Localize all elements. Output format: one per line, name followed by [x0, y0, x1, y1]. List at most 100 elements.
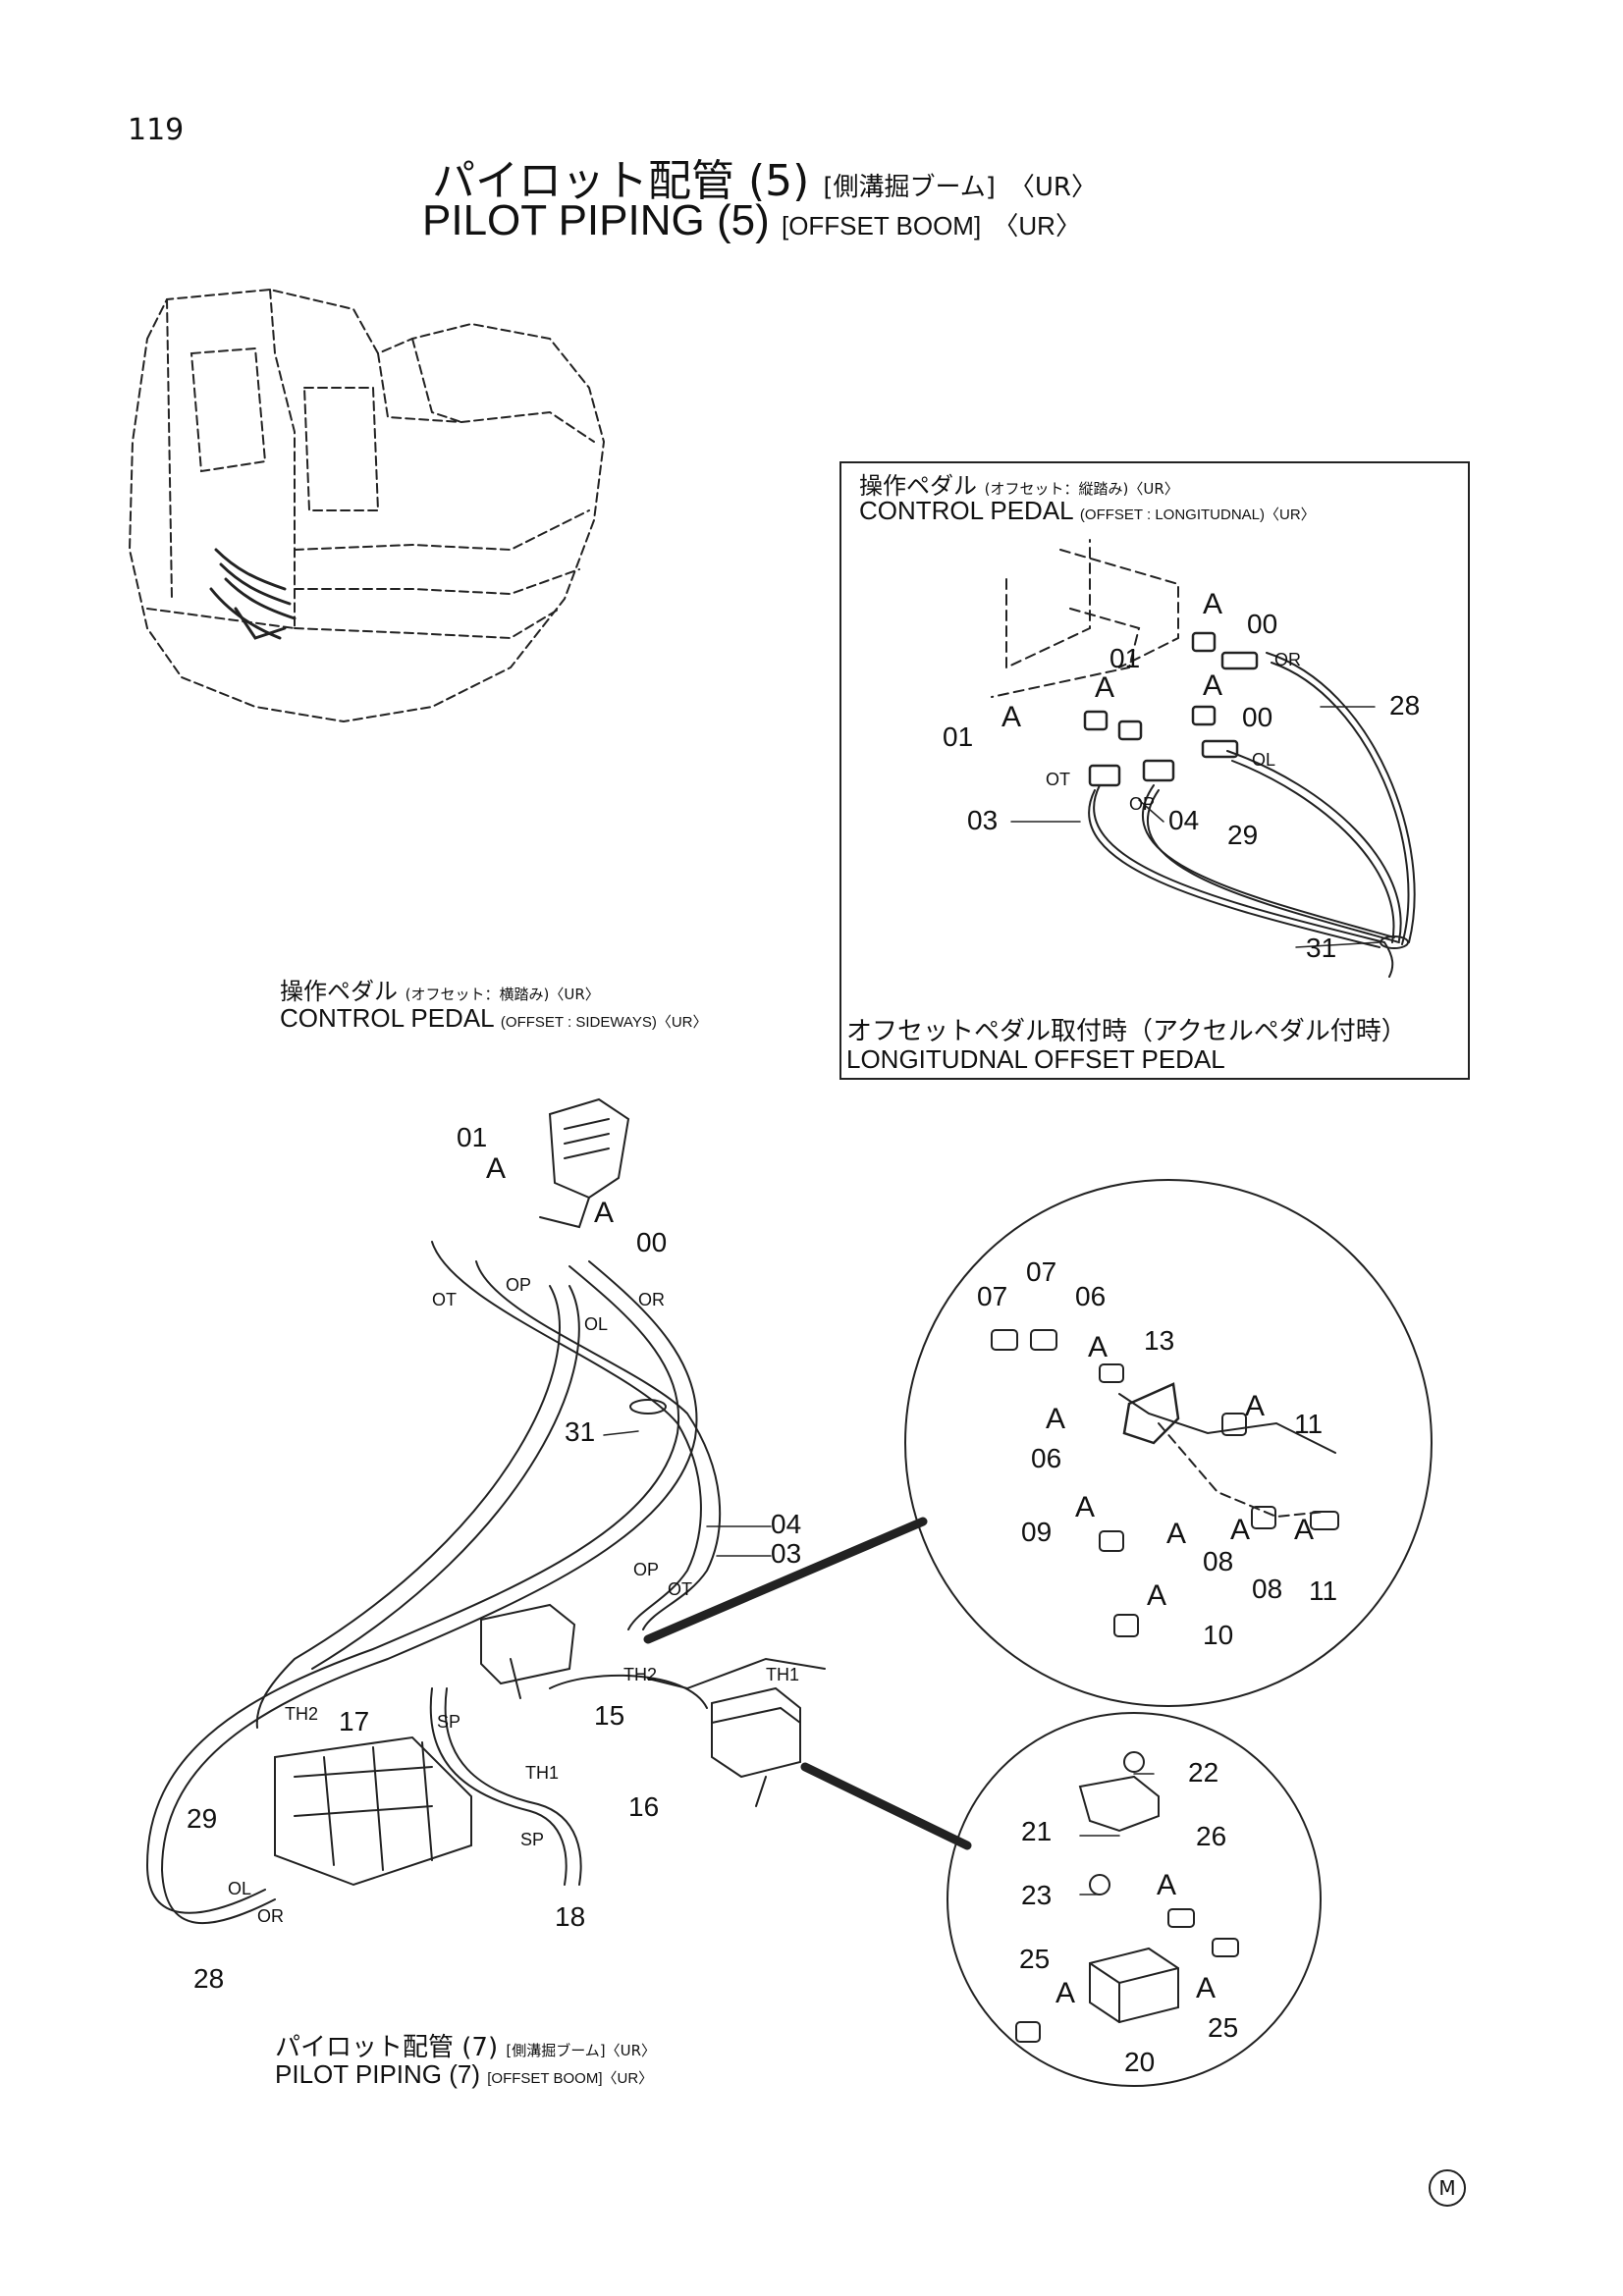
hose-16-and-18	[429, 1657, 826, 1886]
part-label-33: 17	[339, 1706, 369, 1736]
title-en-sub: [OFFSET BOOM]	[781, 211, 982, 240]
part-label-43: 28	[193, 1963, 224, 1994]
part-label-26: 04	[771, 1509, 801, 1539]
bottom-en-label: PILOT PIPING (7)	[275, 2059, 481, 2089]
part-label-4: 28	[1389, 690, 1420, 721]
part-label-44: 07	[1026, 1256, 1056, 1287]
part-label-52: 06	[1031, 1443, 1061, 1473]
part-label-29: OT	[668, 1579, 692, 1599]
part-label-46: 06	[1075, 1281, 1106, 1311]
part-label-39: 18	[555, 1901, 585, 1932]
bottom-jp-small: [側溝掘ブーム]〈UR〉	[506, 2042, 657, 2059]
part-label-57: A	[1230, 1514, 1250, 1546]
part-label-34: 15	[594, 1700, 624, 1731]
part-label-67: A	[1157, 1869, 1176, 1901]
part-label-7: 29	[1227, 820, 1258, 850]
part-label-18: 00	[636, 1227, 667, 1257]
title-en-main: PILOT PIPING	[422, 196, 705, 244]
part-label-68: 25	[1019, 1944, 1050, 1974]
part-label-66: 23	[1021, 1880, 1052, 1910]
part-label-56: 08	[1203, 1546, 1233, 1576]
inset-pedal-bracket	[991, 539, 1179, 698]
sideways-en-row: CONTROL PEDAL (OFFSET : SIDEWAYS)〈UR〉	[280, 1003, 708, 1034]
sideways-pedal-assembly	[539, 1097, 630, 1229]
part-label-20: A	[594, 1197, 614, 1229]
part-label-9: A	[1203, 588, 1222, 620]
bottom-jp-label: パイロット配管 (7)	[275, 2033, 499, 2062]
machine-hose-bundle-illustration	[209, 548, 297, 640]
part-label-54: 09	[1021, 1517, 1052, 1547]
inset-en-small: (OFFSET : LONGITUDNAL)〈UR〉	[1079, 507, 1316, 523]
part-label-42: OR	[257, 1906, 284, 1926]
part-label-64: 21	[1021, 1816, 1052, 1846]
inset-en-label: CONTROL PEDAL	[859, 496, 1073, 525]
part-label-2: 00	[1242, 702, 1272, 732]
part-label-17: 01	[457, 1122, 487, 1152]
part-label-47: 13	[1144, 1325, 1174, 1356]
sideways-en-small: (OFFSET : SIDEWAYS)〈UR〉	[500, 1014, 708, 1031]
bottom-en-small: [OFFSET BOOM]〈UR〉	[487, 2070, 654, 2087]
hose-03-main	[431, 1241, 702, 1630]
part-label-59: 08	[1252, 1574, 1282, 1604]
part-number-leaders	[603, 706, 1380, 1896]
part-label-65: 26	[1196, 1821, 1226, 1851]
machine-overview-illustration	[128, 288, 606, 723]
part-label-60: 11	[1309, 1575, 1337, 1606]
part-label-12: A	[1001, 701, 1021, 733]
part-label-61: A	[1147, 1579, 1166, 1612]
title-japanese: パイロット配管 (5) [側溝掘ブーム] 〈UR〉	[432, 145, 1097, 208]
title-jp-num: (5)	[748, 156, 810, 206]
title-jp-ur: 〈UR〉	[1008, 173, 1097, 202]
hose-ol-or-main	[145, 1260, 698, 1925]
part-label-30: TH2	[623, 1665, 657, 1684]
hose-04-main	[475, 1260, 722, 1630]
part-label-16: OP	[1129, 794, 1155, 814]
detail-2-parts	[1015, 1751, 1239, 2043]
part-label-41: OL	[228, 1879, 251, 1898]
part-label-49: A	[1245, 1390, 1265, 1422]
title-english: PILOT PIPING (5) [OFFSET BOOM] 〈UR〉	[422, 196, 1081, 245]
part-label-21: OT	[432, 1290, 457, 1309]
part-label-51: A	[1046, 1403, 1065, 1435]
part-label-13: OR	[1274, 650, 1301, 669]
part-label-24: OL	[584, 1314, 608, 1334]
part-label-27: 03	[771, 1538, 801, 1569]
title-jp-sub: [側溝掘ブーム]	[823, 173, 996, 202]
leader-to-detail-2	[800, 1762, 972, 1850]
part-label-58: A	[1294, 1514, 1314, 1546]
inset-jp-caption: オフセットペダル取付時（アクセルペダル付時）	[846, 1017, 1407, 1046]
part-label-35: SP	[437, 1712, 460, 1732]
part-label-0: 00	[1247, 609, 1277, 639]
detail-circle-shuttle-valve	[904, 1179, 1433, 1707]
part-label-8: 31	[1306, 933, 1336, 963]
part-label-40: 29	[187, 1803, 217, 1834]
title-en-num: (5)	[716, 196, 770, 244]
part-label-70: A	[1196, 1972, 1216, 2004]
part-label-45: 07	[977, 1281, 1007, 1311]
title-jp-main: パイロット配管	[432, 156, 734, 206]
part-label-48: A	[1088, 1331, 1108, 1363]
part-label-71: 25	[1208, 2012, 1238, 2043]
detail-1-parts	[991, 1329, 1339, 1637]
inset-hose-03	[1088, 784, 1394, 978]
title-en-ur: 〈UR〉	[993, 211, 1081, 240]
bottom-jp-row: パイロット配管 (7) [側溝掘ブーム]〈UR〉	[275, 2027, 656, 2063]
solenoid-valve-block	[711, 1686, 801, 1807]
inset-hose-29	[1226, 750, 1402, 943]
inset-jp-label: 操作ペダル	[859, 472, 977, 500]
detail-circle-solenoid	[947, 1712, 1322, 2087]
part-label-38: SP	[520, 1830, 544, 1849]
main-clamp-31	[629, 1399, 667, 1415]
part-label-28: OP	[633, 1560, 659, 1579]
part-label-10: A	[1095, 671, 1114, 704]
control-valve-block	[274, 1735, 472, 1887]
part-label-37: 16	[628, 1791, 659, 1822]
sideways-en-label: CONTROL PEDAL	[280, 1003, 494, 1033]
part-label-62: 10	[1203, 1620, 1233, 1650]
part-label-31: TH1	[766, 1665, 799, 1684]
bottom-en-row: PILOT PIPING (7) [OFFSET BOOM]〈UR〉	[275, 2059, 653, 2090]
leader-to-detail-1	[643, 1517, 928, 1644]
sideways-jp-label: 操作ペダル	[280, 978, 398, 1005]
part-label-14: OL	[1252, 750, 1275, 770]
